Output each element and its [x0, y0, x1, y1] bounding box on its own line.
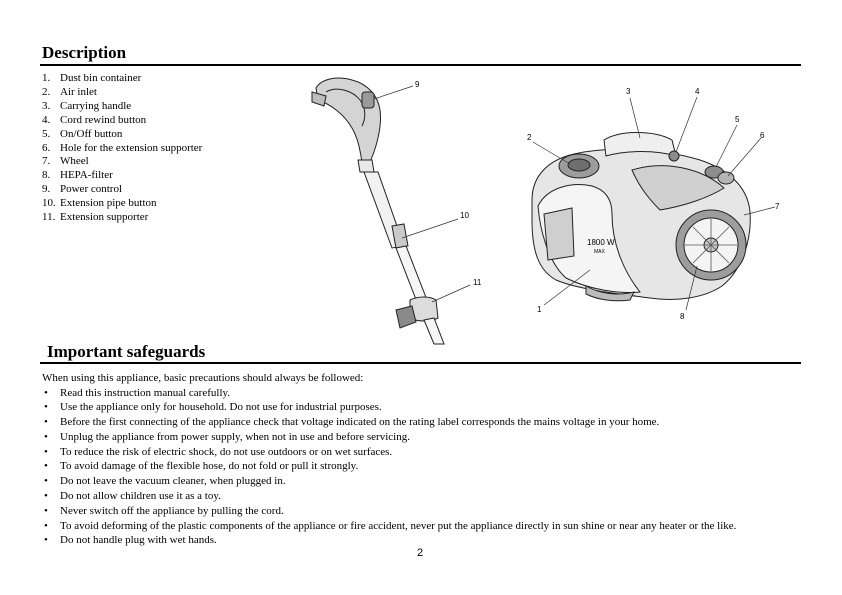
list-item: •Never switch off the appliance by pulli…	[44, 504, 284, 517]
power-rating-sub: MAX	[594, 249, 606, 255]
callout-2: 2	[527, 133, 532, 142]
list-item: 10.Extension pipe button	[42, 197, 157, 210]
safeguards-rule	[40, 362, 801, 364]
parts-list: 1.Dust bin container 2.Air inlet 3.Carry…	[42, 72, 202, 225]
callout-10: 10	[460, 211, 469, 220]
list-item: 3.Carrying handle	[42, 99, 132, 112]
list-item: •Do not allow children use it as a toy.	[44, 490, 221, 503]
callout-4: 4	[695, 87, 700, 96]
description-heading: Description	[42, 43, 127, 62]
safeguards-heading: Important safeguards	[47, 342, 206, 361]
list-item: •Read this instruction manual carefully.	[44, 386, 231, 399]
callout-8: 8	[680, 312, 685, 321]
callout-1: 1	[537, 305, 542, 314]
list-item: 5.On/Off button	[42, 127, 123, 140]
callout-5: 5	[735, 115, 740, 124]
list-item: •Do not handle plug with wet hands.	[44, 534, 217, 547]
list-item: •To reduce the risk of electric shock, d…	[44, 445, 393, 458]
list-item: •Unplug the appliance from power supply,…	[44, 430, 410, 443]
safeguards-list: •Read this instruction manual carefully.…	[42, 386, 736, 549]
list-item: •Do not leave the vacuum cleaner, when p…	[44, 475, 286, 488]
callout-11: 11	[473, 278, 482, 287]
list-item: 6.Hole for the extension supporter	[42, 141, 203, 154]
list-item: 7.Wheel	[42, 155, 89, 168]
callout-lines	[373, 85, 776, 311]
power-rating-label: 1800 W	[587, 238, 615, 247]
safeguards-intro: When using this appliance, basic precaut…	[42, 372, 364, 384]
description-rule	[40, 64, 801, 66]
callout-3: 3	[626, 87, 631, 96]
vacuum-cleaner-illustration	[531, 132, 751, 302]
list-item: •Use the appliance only for household. D…	[44, 401, 382, 414]
list-item: •Before the first connecting of the appl…	[44, 416, 660, 429]
list-item: 2.Air inlet	[42, 85, 97, 98]
list-item: 9.Power control	[42, 183, 123, 196]
list-item: •To avoid damage of the flexible hose, d…	[44, 460, 359, 473]
handle-wand-illustration	[311, 77, 445, 345]
list-item: 4.Cord rewind button	[42, 113, 147, 126]
list-item: 1.Dust bin container	[42, 72, 142, 84]
page-number: 2	[417, 547, 424, 559]
callout-9: 9	[415, 80, 420, 89]
callout-6: 6	[760, 131, 765, 140]
list-item: •To avoid deforming of the plastic compo…	[44, 519, 737, 532]
list-item: 8.HEPA-filter	[42, 169, 113, 182]
callout-7: 7	[775, 202, 780, 211]
list-item: 11.Extension supporter	[42, 211, 149, 224]
